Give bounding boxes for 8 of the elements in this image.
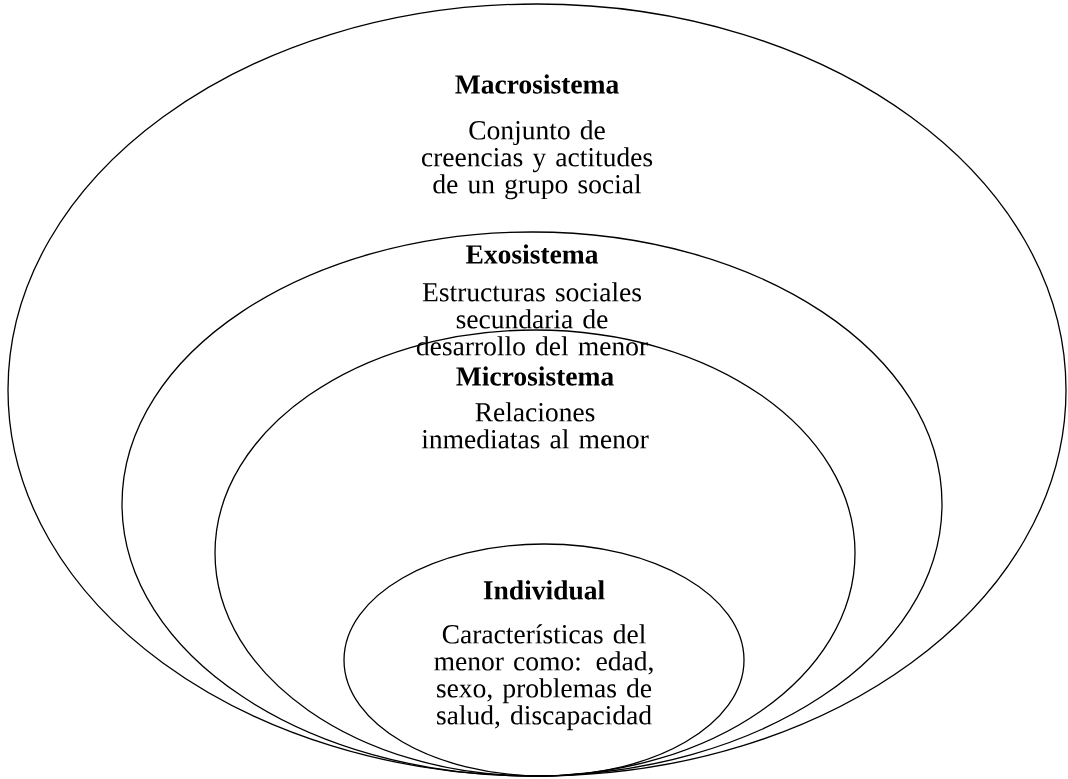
description: Relaciones inmediatas al menor (412, 402, 658, 449)
description: Características del menor como: edad, sexo, problemas de salud, discapacidad (426, 624, 662, 731)
heading: Microsistema (456, 366, 614, 386)
heading: Exosistema (466, 244, 599, 264)
heading: Macrosistema (455, 74, 619, 94)
description: Conjunto de creencias y actitudes de un grupo social (414, 120, 660, 200)
description: Estructuras sociales secundaria de desarrollo del menor (408, 282, 656, 356)
heading: Individual (483, 580, 605, 600)
